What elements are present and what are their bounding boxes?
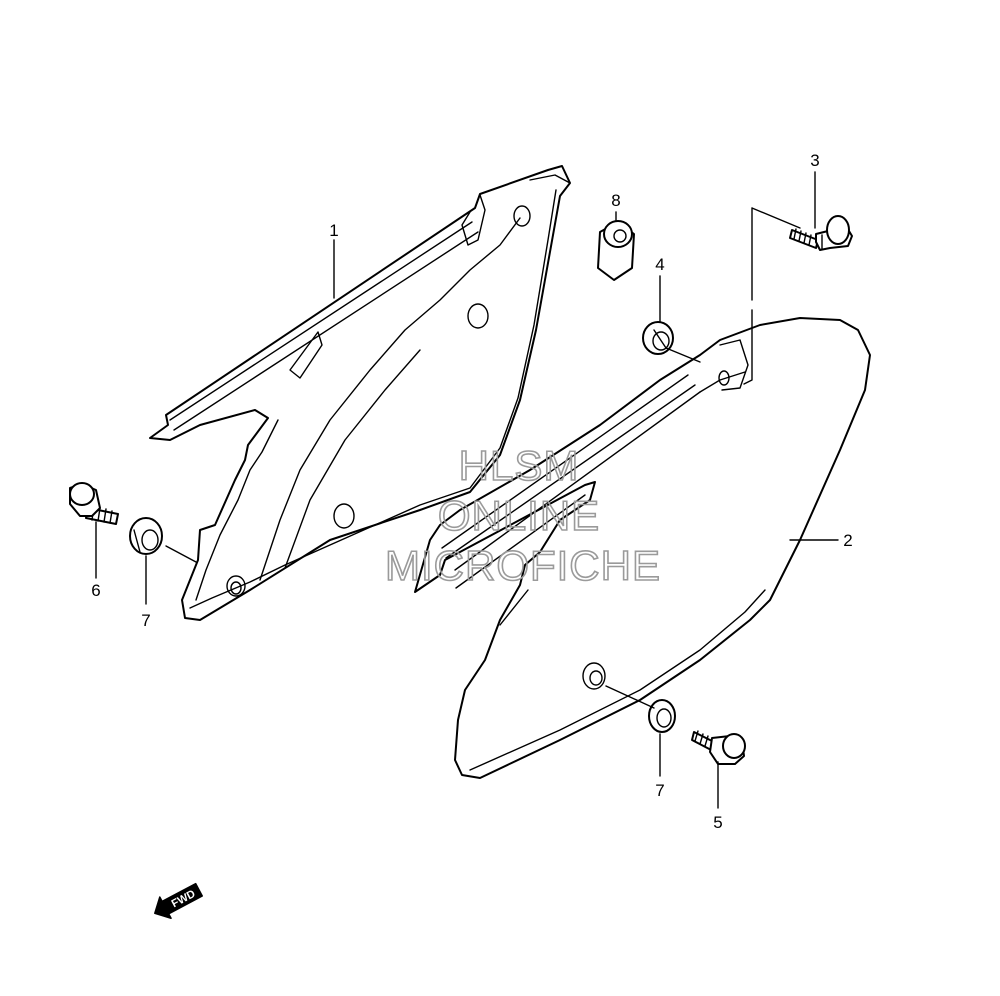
watermark-line-1: HLSM: [459, 442, 580, 489]
collar-part-4[interactable]: [642, 321, 674, 355]
spacer-part-8[interactable]: [597, 220, 635, 281]
frame-cover-part-1[interactable]: [149, 165, 571, 621]
bolt-part-5[interactable]: [691, 730, 746, 765]
forward-direction-arrow-icon: FWD: [154, 882, 203, 919]
bolt-part-6[interactable]: [69, 482, 119, 525]
callout-6: 6: [91, 581, 100, 600]
callout-labels: 1 2 3 4 5 6 7 7 8: [91, 151, 852, 832]
callout-8: 8: [611, 191, 620, 210]
watermark-line-2: ONLINE: [438, 492, 600, 539]
leader-lines: [95, 171, 839, 809]
callout-2: 2: [843, 531, 852, 550]
watermark-line-3: MICROFICHE: [385, 542, 661, 589]
side-cover-part-2[interactable]: [414, 317, 871, 779]
callout-7-right: 7: [655, 781, 664, 800]
callout-7-left: 7: [141, 611, 150, 630]
washer-part-7-right[interactable]: [648, 699, 676, 733]
watermark: HLSM ONLINE MICROFICHE: [384, 441, 661, 590]
callout-5: 5: [713, 813, 722, 832]
fwd-label: FWD: [170, 888, 198, 910]
callout-3: 3: [810, 151, 819, 170]
bolt-part-3[interactable]: [789, 215, 853, 251]
callout-1: 1: [329, 221, 338, 240]
washer-part-7-left[interactable]: [129, 517, 163, 555]
callout-4: 4: [655, 255, 664, 274]
